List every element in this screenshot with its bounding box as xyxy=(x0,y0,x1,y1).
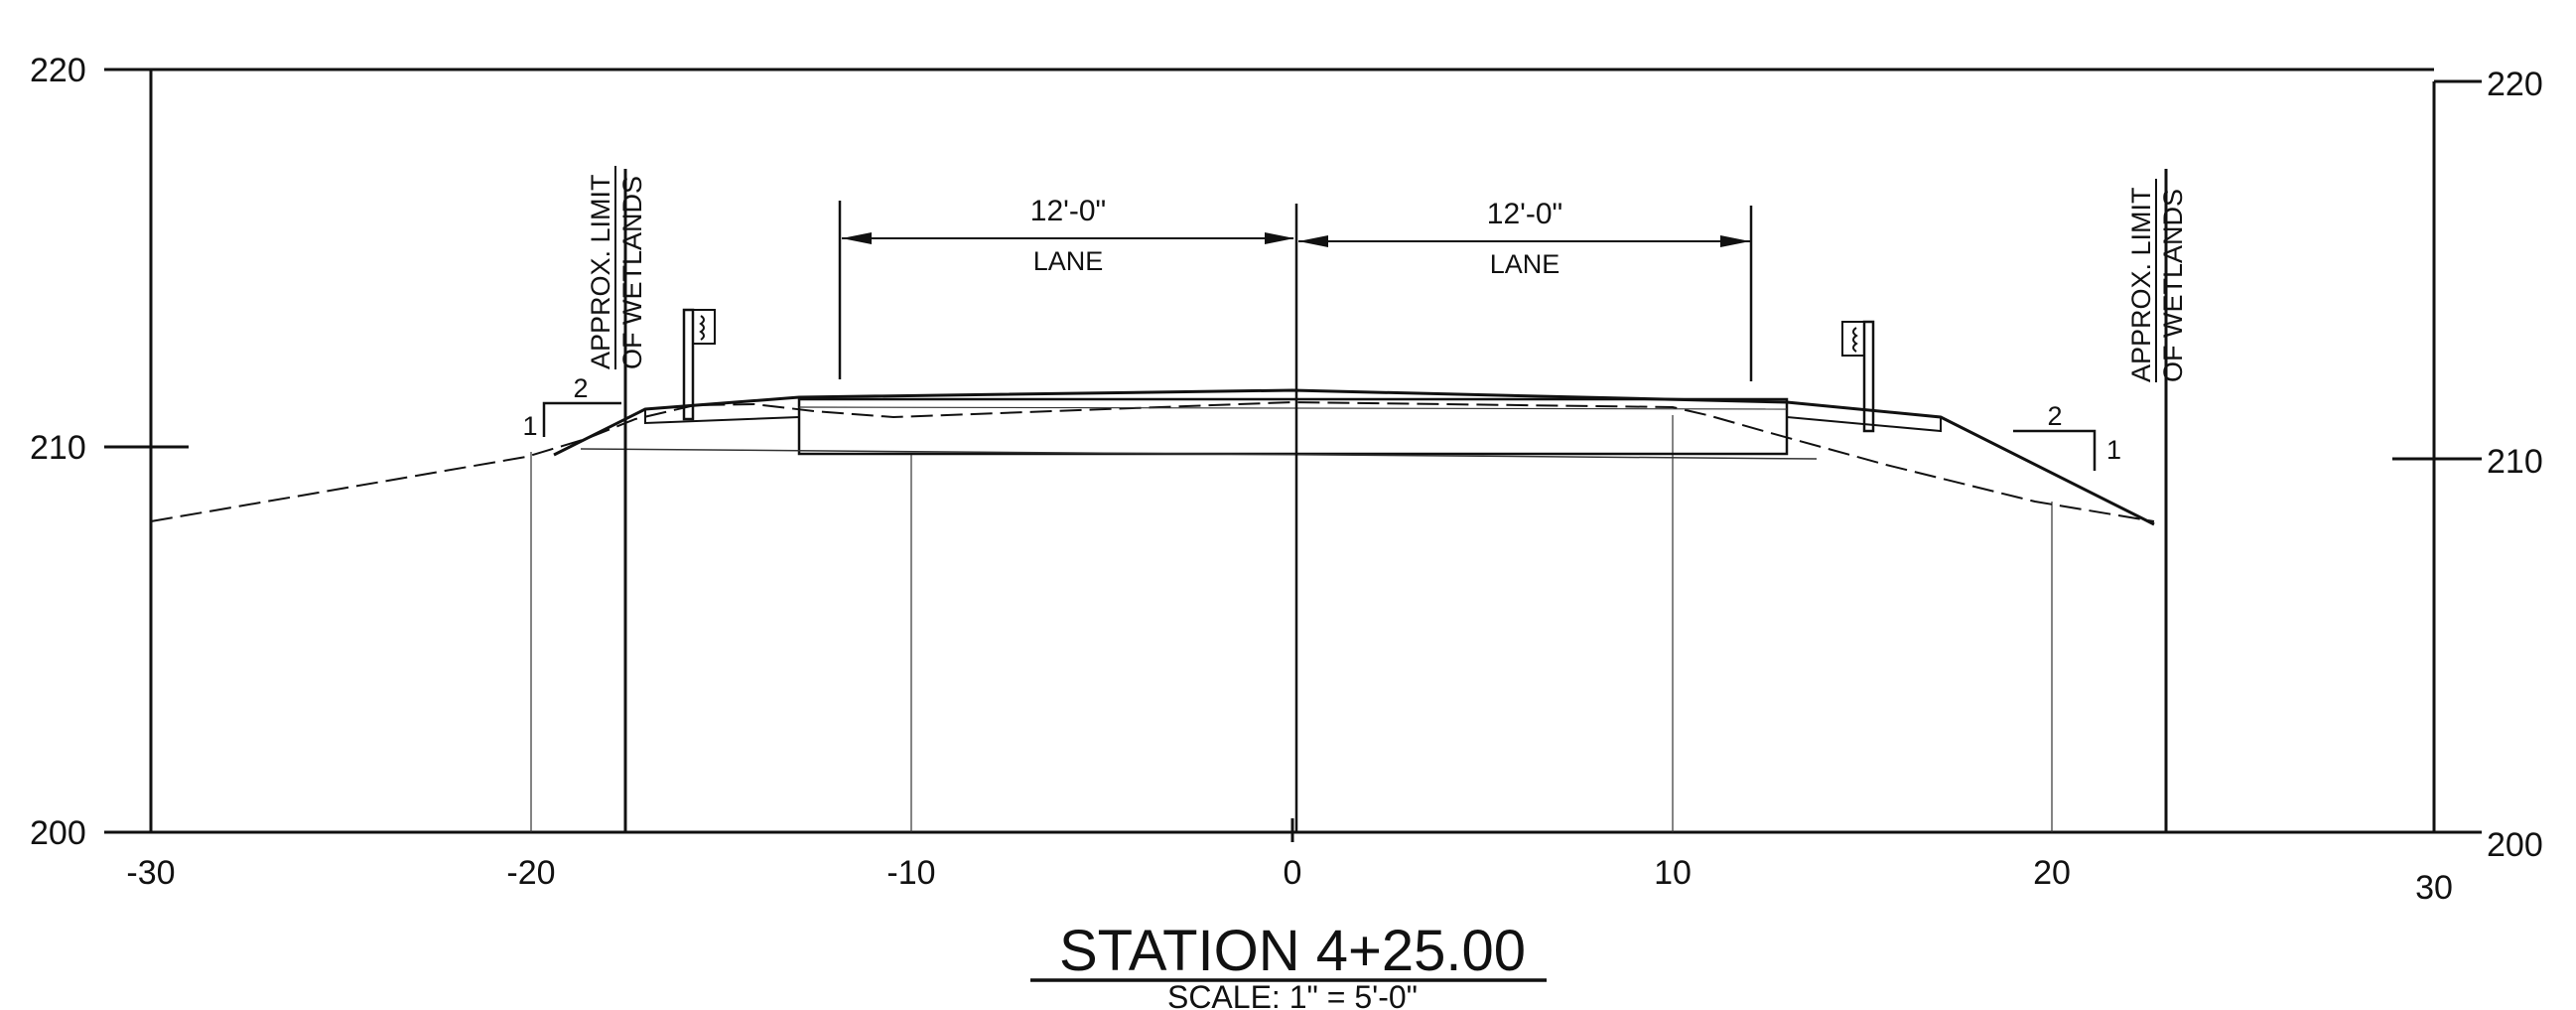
guardrail-right-post xyxy=(1862,320,1875,433)
y-label-right-220: 220 xyxy=(2487,66,2543,103)
guardrail-left xyxy=(682,308,716,421)
lane-dimension-left: 12'-0" LANE xyxy=(838,195,1294,379)
x-label-0: 0 xyxy=(1284,854,1302,892)
x-label-10: 10 xyxy=(1654,854,1692,892)
pavement-box xyxy=(797,397,1789,456)
lane-label-right: LANE xyxy=(1490,249,1560,279)
x-label-30: 30 xyxy=(2415,869,2453,907)
guardrail-right xyxy=(1841,320,1875,433)
x-labels: -30 -20 -10 0 10 20 30 xyxy=(126,854,2452,907)
wetland-label-right: APPROX. LIMIT OF WETLANDS xyxy=(2126,179,2188,382)
pavement-inner-line xyxy=(798,406,1788,410)
y-label-right-210: 210 xyxy=(2487,443,2543,481)
guardrail-left-post xyxy=(682,308,695,421)
slope-right-run: 2 xyxy=(2047,401,2062,431)
slope-right-rise: 1 xyxy=(2106,435,2121,465)
station-title: STATION 4+25.00 xyxy=(1059,919,1526,983)
x-label-20: 20 xyxy=(2033,854,2071,892)
slope-right-bracket xyxy=(2013,429,2097,471)
wetland-label-right-line2: OF WETLANDS xyxy=(2158,189,2188,382)
slope-indicator-left: 2 1 xyxy=(522,373,621,441)
guardrail-right-beam-profile xyxy=(1852,327,1858,353)
lane-dimension-right: 12'-0" LANE xyxy=(1298,198,1753,381)
wetland-label-left: APPROX. LIMIT OF WETLANDS xyxy=(586,166,647,369)
left-shoulder-edge xyxy=(644,409,800,425)
pavement-bottom-extension xyxy=(580,448,1818,460)
lane-arrow-right-end xyxy=(1720,235,1750,247)
guardrail-right-beam xyxy=(1841,321,1865,357)
x-label-neg10: -10 xyxy=(886,854,935,892)
scale-label: SCALE: 1" = 5'-0" xyxy=(1167,979,1418,1010)
station-gridlines xyxy=(530,415,2053,832)
lane-dim-text-right: 12'-0" xyxy=(1487,198,1562,230)
lane-arrow-left-end xyxy=(1265,232,1294,244)
lane-arrow-left-start xyxy=(842,232,872,244)
slope-left-rise: 1 xyxy=(522,411,537,441)
lane-arrow-right-start xyxy=(1298,235,1328,247)
proposed-template xyxy=(553,388,2155,526)
wetland-label-left-line1: APPROX. LIMIT xyxy=(586,174,615,369)
lane-label-left: LANE xyxy=(1033,246,1104,276)
station-title-block: STATION 4+25.00 SCALE: 1" = 5'-0" xyxy=(1030,919,1547,1010)
x-label-neg20: -20 xyxy=(506,854,555,892)
y-label-right-200: 200 xyxy=(2487,826,2543,864)
guardrail-left-beam-profile xyxy=(699,315,705,341)
y-labels-left: 220 210 200 xyxy=(30,52,86,852)
wetland-label-right-line1: APPROX. LIMIT xyxy=(2126,187,2156,382)
guardrail-left-beam xyxy=(692,309,716,345)
existing-ground-line xyxy=(150,400,2155,522)
y-labels-right: 220 210 200 xyxy=(2487,66,2543,864)
y-label-left-210: 210 xyxy=(30,429,86,467)
slope-indicator-right: 2 1 xyxy=(2013,401,2121,471)
wetland-label-left-line2: OF WETLANDS xyxy=(617,176,647,369)
slope-left-bracket xyxy=(542,401,621,437)
slope-left-run: 2 xyxy=(573,373,588,403)
y-label-left-220: 220 xyxy=(30,52,86,89)
lane-dim-text-left: 12'-0" xyxy=(1030,195,1106,227)
x-label-neg30: -30 xyxy=(126,854,175,892)
proposed-surface-line xyxy=(553,388,2155,526)
y-label-left-200: 200 xyxy=(30,814,86,852)
section-frame xyxy=(104,68,2482,842)
